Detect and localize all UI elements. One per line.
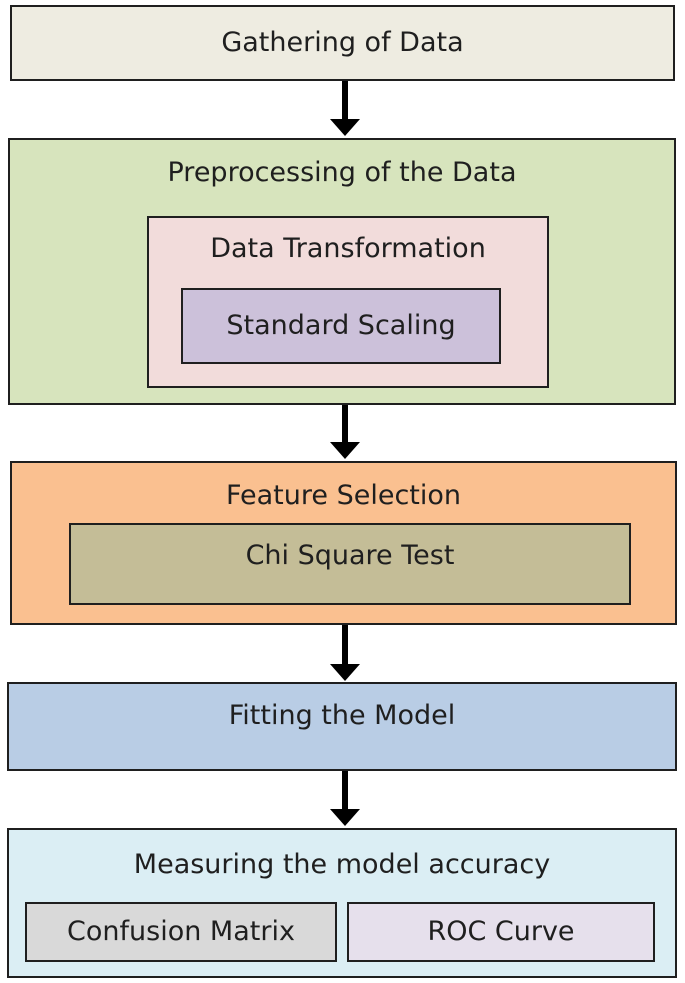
measuring-accuracy-box: Measuring the model accuracy Confusion M… bbox=[7, 828, 677, 978]
chi-square-test-label: Chi Square Test bbox=[245, 540, 455, 571]
standard-scaling-label: Standard Scaling bbox=[226, 310, 456, 341]
roc-curve-box: ROC Curve bbox=[347, 902, 655, 962]
feature-selection-label: Feature Selection bbox=[225, 480, 462, 511]
feature-selection-box: Feature Selection Chi Square Test bbox=[10, 461, 677, 625]
chi-square-test-box: Chi Square Test bbox=[69, 523, 631, 605]
data-transformation-label: Data Transformation bbox=[210, 233, 486, 264]
preprocessing-box: Preprocessing of the Data Data Transform… bbox=[8, 138, 676, 405]
arrow-gathering-to-preprocessing bbox=[330, 81, 360, 137]
confusion-matrix-label: Confusion Matrix bbox=[67, 916, 295, 947]
arrow-fitting-to-measuring bbox=[330, 771, 360, 827]
gathering-of-data-label: Gathering of Data bbox=[221, 27, 464, 58]
fitting-the-model-box: Fitting the Model bbox=[7, 682, 677, 771]
data-transformation-box: Data Transformation Standard Scaling bbox=[147, 216, 549, 388]
arrow-preprocessing-to-feature-selection bbox=[330, 405, 360, 460]
arrow-feature-selection-to-fitting bbox=[330, 625, 360, 682]
measuring-accuracy-label: Measuring the model accuracy bbox=[133, 849, 551, 880]
fitting-the-model-label: Fitting the Model bbox=[228, 700, 456, 731]
preprocessing-label: Preprocessing of the Data bbox=[167, 157, 517, 188]
confusion-matrix-box: Confusion Matrix bbox=[25, 902, 337, 962]
standard-scaling-box: Standard Scaling bbox=[181, 288, 501, 364]
roc-curve-label: ROC Curve bbox=[427, 916, 575, 947]
gathering-of-data-box: Gathering of Data bbox=[10, 5, 675, 81]
